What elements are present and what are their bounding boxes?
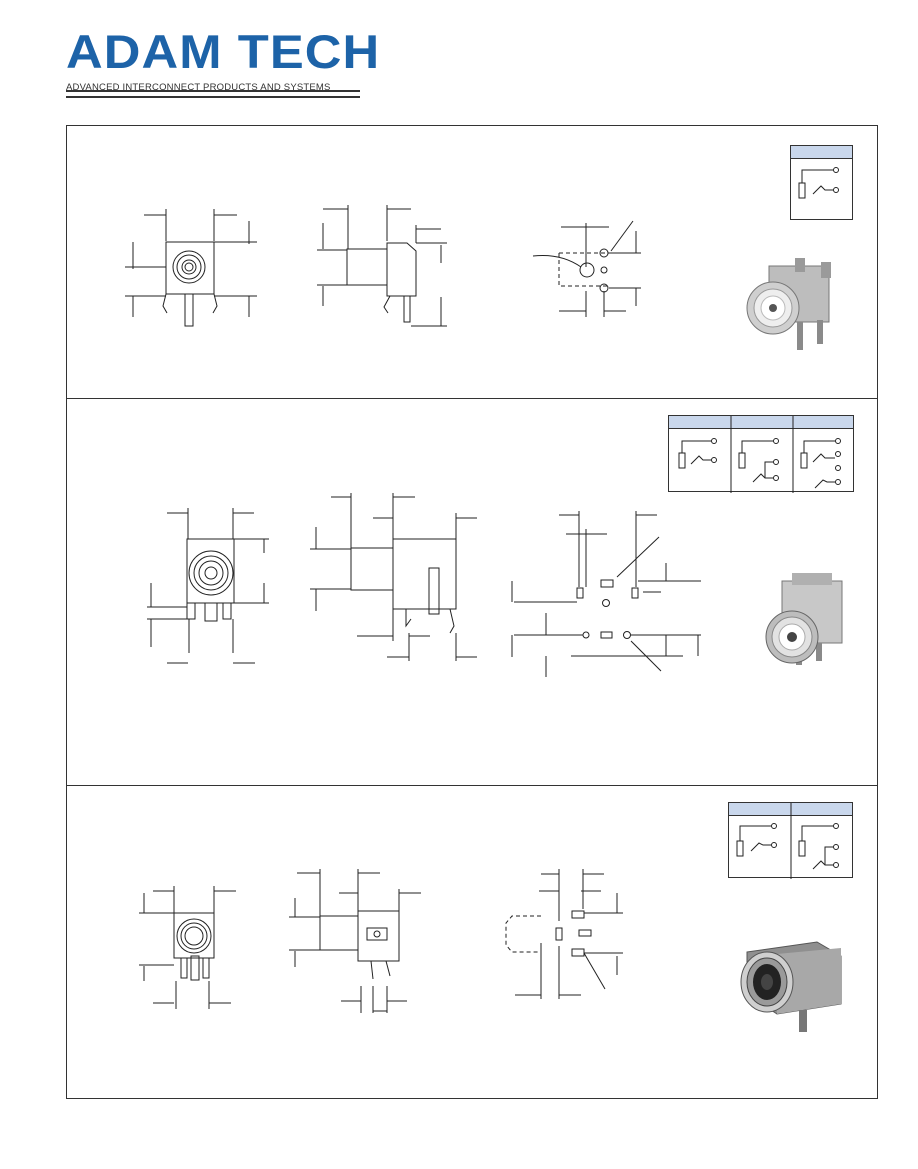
side-view-drawing xyxy=(317,205,447,327)
panel-3 xyxy=(66,785,878,1099)
front-view-drawing xyxy=(139,886,236,1009)
rca-jack-photo-1 xyxy=(746,258,831,350)
pcb-layout-drawing xyxy=(505,869,623,999)
switch-schematic-icon xyxy=(798,167,839,199)
switch-schematic-b xyxy=(738,438,779,483)
switch-schematic-icons xyxy=(678,416,841,493)
panel-2 xyxy=(66,398,878,786)
rca-jack-photo-2 xyxy=(765,573,843,665)
switch-schematic-c xyxy=(800,438,841,489)
switch-schematic-a xyxy=(736,823,777,857)
schematic-box-3 xyxy=(728,802,853,879)
rca-jack-photo-3 xyxy=(740,941,842,1032)
brand-name: ADAM TECH xyxy=(66,25,381,78)
panel-2-drawings xyxy=(147,493,701,677)
switch-schematic-a xyxy=(678,438,717,469)
panel-1-drawings xyxy=(125,205,641,327)
schematic-header xyxy=(669,416,853,429)
pcb-layout-drawing xyxy=(532,220,641,317)
schematic-box-2 xyxy=(668,415,854,493)
pcb-layout-drawing xyxy=(511,511,701,677)
switch-schematic-icons xyxy=(736,803,839,879)
switch-schematic-b xyxy=(798,823,839,870)
schematic-header xyxy=(791,146,852,159)
brand-logo: ADAM TECH xyxy=(66,28,379,98)
schematic-box-1 xyxy=(790,145,853,220)
brand-tagline: ADVANCED INTERCONNECT PRODUCTS AND SYSTE… xyxy=(66,82,331,93)
side-view-drawing xyxy=(289,869,421,1013)
front-view-drawing xyxy=(125,209,257,327)
front-view-drawing xyxy=(147,508,269,664)
panel-1 xyxy=(66,125,878,399)
panel-3-drawings xyxy=(139,869,623,1013)
side-view-drawing xyxy=(310,493,477,661)
logo-underline xyxy=(66,90,360,98)
